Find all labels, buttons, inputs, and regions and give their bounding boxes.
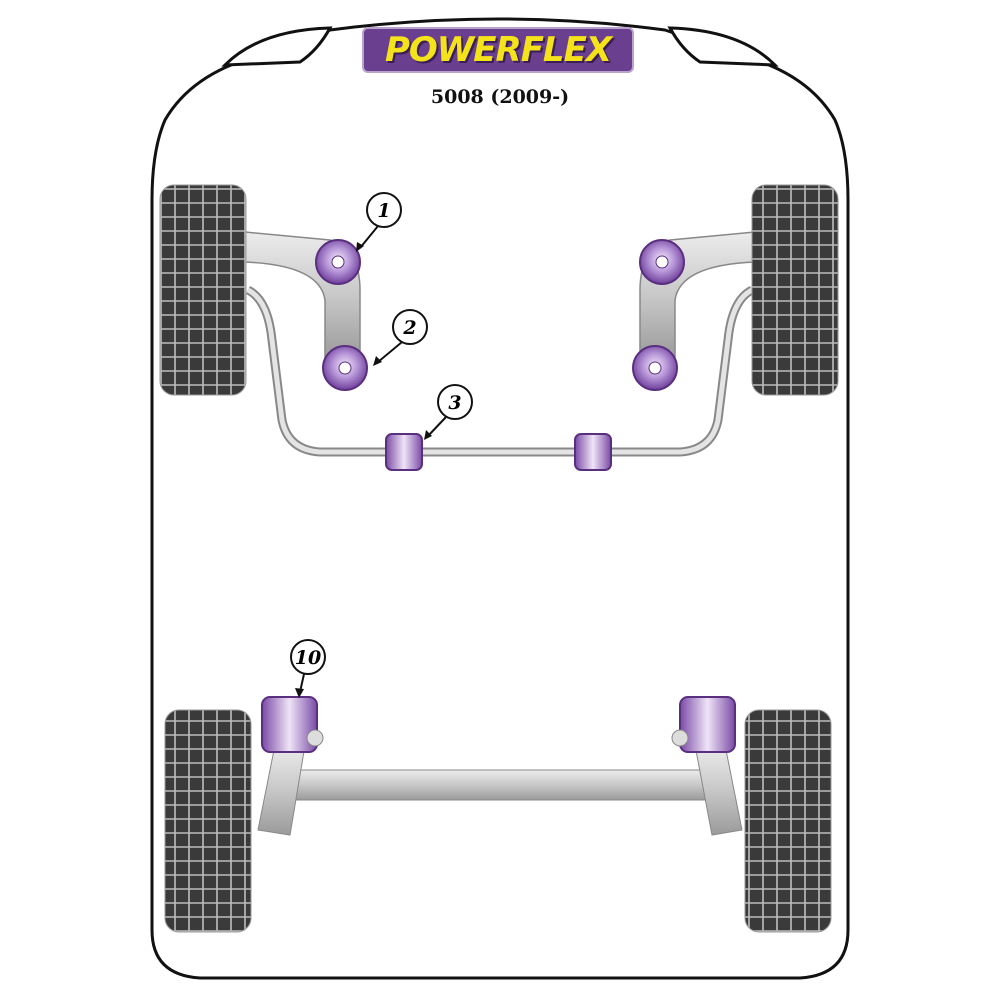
callout-2: 2 <box>373 309 428 366</box>
rear-left-tire <box>164 709 252 933</box>
callout-10: 10 <box>290 639 326 698</box>
svg-text:1: 1 <box>377 200 390 222</box>
bush-front-left-2 <box>322 345 368 391</box>
svg-text:2: 2 <box>402 317 416 339</box>
brand-text: POWERFLEX <box>384 30 612 70</box>
bush-front-right-2 <box>632 345 678 391</box>
callout-3: 3 <box>424 384 473 440</box>
car-body-outline <box>150 17 850 980</box>
bush-front-left-1 <box>315 239 361 285</box>
bush-front-right-1 <box>639 239 685 285</box>
rear-beam <box>289 769 706 801</box>
right-headlight <box>667 26 779 67</box>
svg-text:3: 3 <box>448 392 461 414</box>
rear-right-tire <box>744 709 832 933</box>
front-right-tire <box>751 184 839 396</box>
callout-1: 1 <box>356 192 402 252</box>
bush-arb-left <box>385 433 423 471</box>
bush-rear-left-10 <box>261 696 318 753</box>
bush-arb-right <box>574 433 612 471</box>
powerflex-logo: POWERFLEX <box>362 27 634 73</box>
model-title: 5008 (2009-) <box>430 86 570 108</box>
bush-rear-right <box>679 696 736 753</box>
left-headlight <box>221 26 333 67</box>
svg-text:10: 10 <box>295 647 321 669</box>
front-left-tire <box>159 184 247 396</box>
